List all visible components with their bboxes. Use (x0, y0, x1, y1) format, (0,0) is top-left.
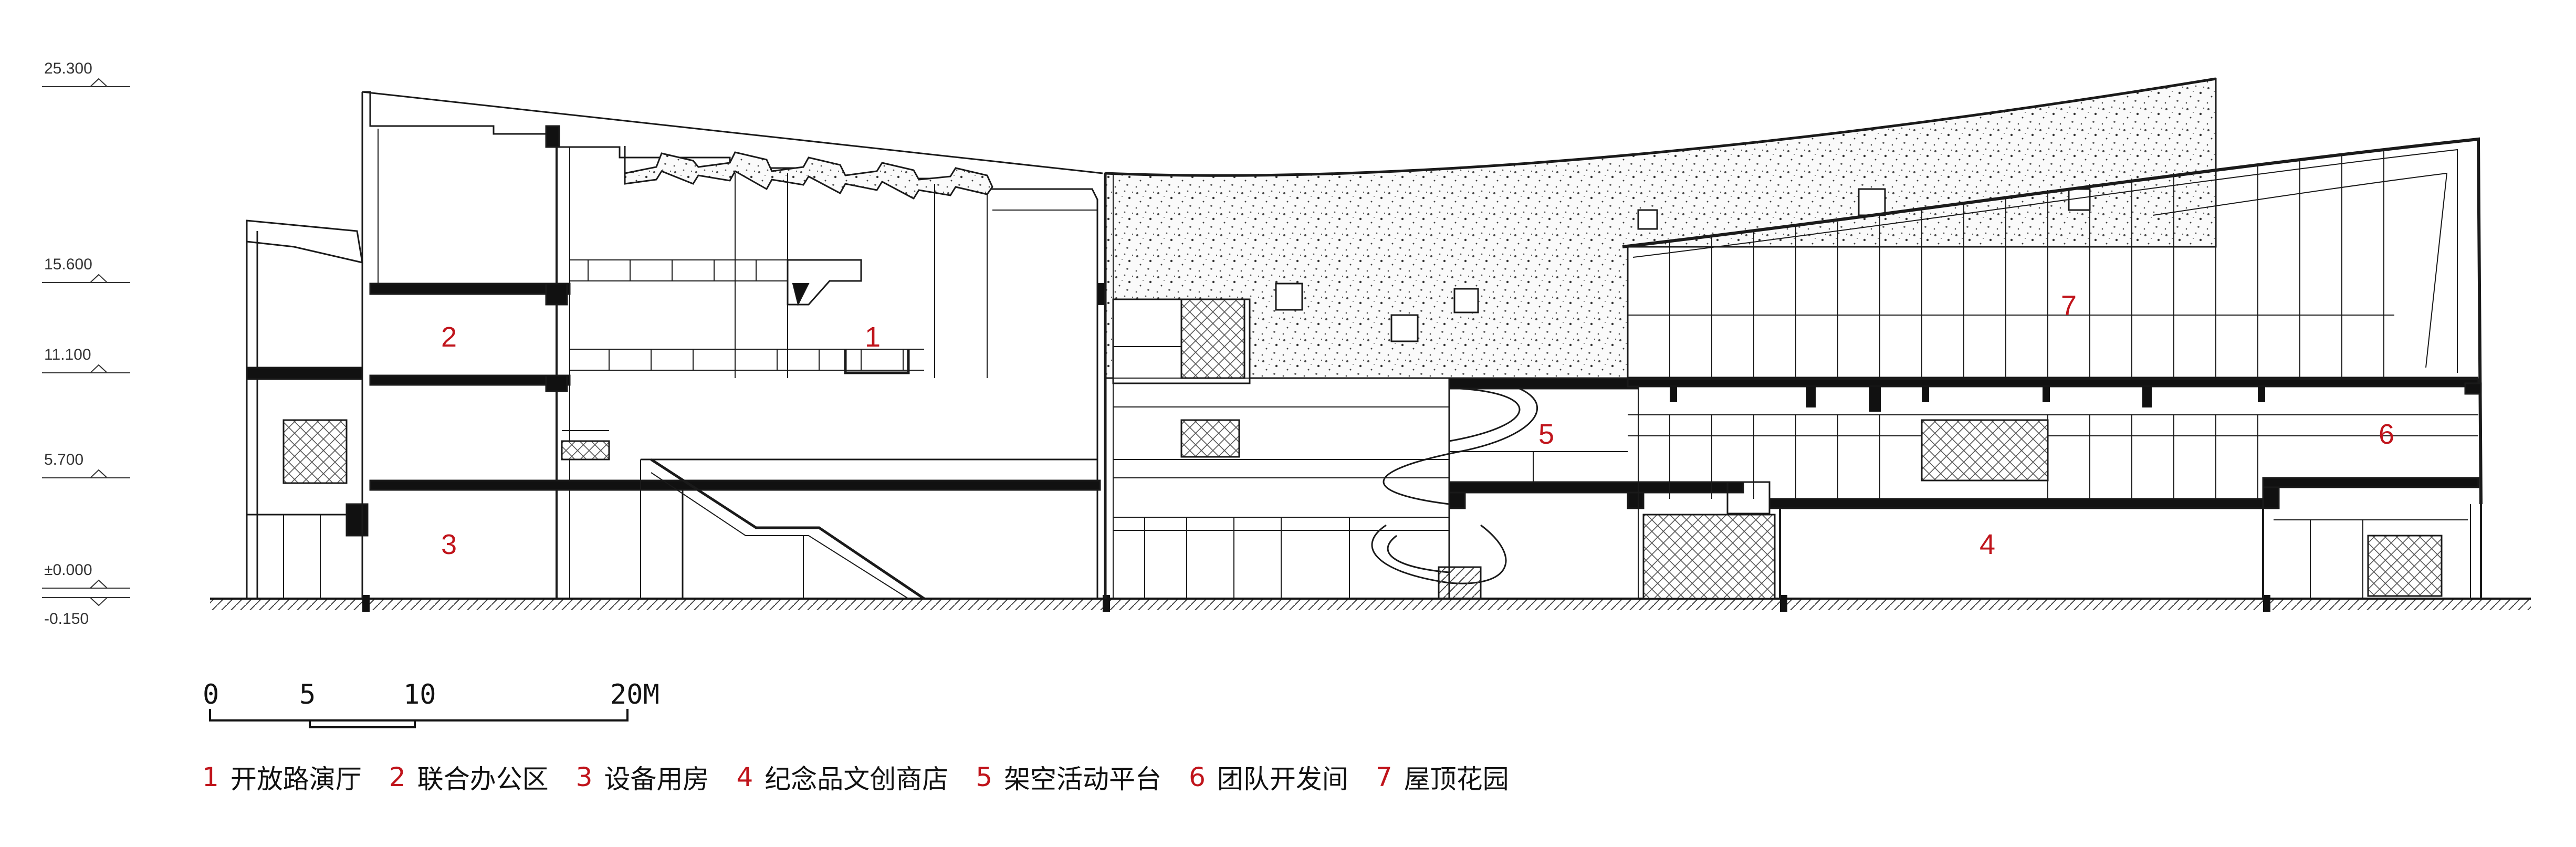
legend-name: 屋顶花园 (1404, 764, 1509, 794)
legend-name: 开放路演厅 (230, 764, 362, 794)
level-marker: 15.600 (42, 256, 130, 283)
level-label: 5.700 (44, 451, 83, 468)
room-number-4: 4 (1980, 529, 1995, 560)
level-label: ±0.000 (44, 561, 92, 579)
legend-item: 4 纪念品文创商店 (736, 758, 948, 796)
legend-name: 设备用房 (604, 764, 709, 794)
ground (210, 595, 2531, 612)
scale-tick-10: 10 (403, 679, 436, 710)
platform-block (1448, 377, 2269, 600)
level-marker: 25.300 (42, 60, 130, 87)
legend-item: 7 屋顶花园 (1376, 758, 1509, 796)
level-label: 25.300 (44, 60, 92, 77)
scale-tick-20m: 20M (610, 679, 659, 710)
level-label: -0.150 (44, 610, 89, 628)
legend-number: 6 (1189, 762, 1206, 792)
room-number-5: 5 (1538, 419, 1554, 450)
level-label: 11.100 (44, 346, 91, 363)
room-number-7: 7 (2061, 290, 2077, 321)
level-marker: 5.700 (42, 451, 130, 478)
room-number-2: 2 (441, 321, 457, 353)
legend-number: 7 (1375, 762, 1392, 792)
legend-item: 1 开放路演厅 (202, 758, 362, 796)
legend-name: 架空活动平台 (1004, 764, 1162, 794)
room-number-1: 1 (865, 321, 881, 353)
sawtooth-roof (624, 146, 993, 200)
level-marker: ±0.000 -0.150 (42, 561, 130, 628)
legend-name: 联合办公区 (417, 764, 549, 794)
legend-number: 3 (575, 762, 593, 792)
legend-number: 1 (202, 762, 219, 792)
legend-number: 5 (976, 762, 993, 792)
central-block (1104, 77, 2217, 599)
level-label: 15.600 (44, 256, 92, 273)
room-number-3: 3 (441, 529, 457, 560)
right-wing (1622, 137, 2483, 599)
legend-number: 2 (389, 762, 406, 792)
scale-bar: 0 5 10 20M (203, 679, 659, 728)
room-number-6: 6 (2379, 419, 2394, 450)
legend-number: 4 (736, 762, 753, 792)
level-marker: 11.100 (42, 346, 130, 373)
legend-name: 团队开发间 (1217, 764, 1348, 794)
facade-windows (1275, 188, 2091, 342)
scale-tick-5: 5 (299, 679, 316, 710)
spiral-stair (1371, 377, 1538, 600)
legend-item: 6 团队开发间 (1189, 758, 1348, 796)
legend-item: 5 架空活动平台 (976, 758, 1161, 796)
legend-item: 3 设备用房 (576, 758, 709, 796)
legend-name: 纪念品文创商店 (765, 764, 949, 794)
room-labels: 1 2 3 4 5 6 7 (441, 290, 2394, 560)
auditorium (570, 173, 1107, 378)
scale-tick-0: 0 (203, 679, 219, 710)
main-stair (369, 430, 1101, 600)
legend-item: 2 联合办公区 (389, 758, 549, 796)
room-legend: 1 开放路演厅 2 联合办公区 3 设备用房 4 纪念品文创商店 5 架空活动平… (202, 756, 1536, 798)
level-markers: 25.300 15.600 11.100 5.700 ±0.000 -0.150 (42, 60, 130, 628)
left-wing (246, 219, 369, 599)
